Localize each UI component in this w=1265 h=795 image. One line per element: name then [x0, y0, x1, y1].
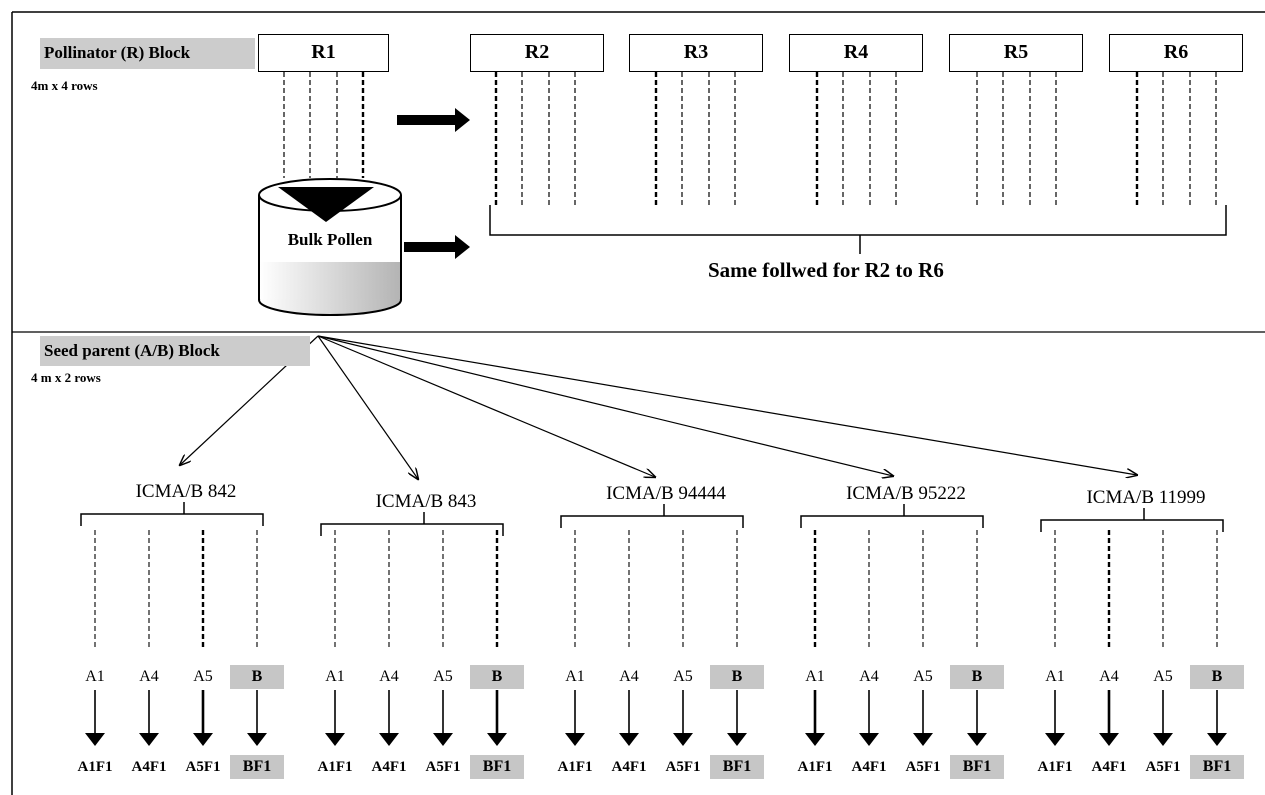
a-output-label: A5F1 [905, 759, 941, 775]
output-arrow-head-icon [1207, 733, 1227, 746]
a-output-label: A1F1 [557, 759, 593, 775]
bulk-pollen-label: Bulk Pollen [287, 230, 373, 249]
r-box-r5: R5 [949, 34, 1083, 72]
a-line-label: A4 [379, 668, 399, 685]
block-arrows [397, 108, 470, 259]
seed-block-label: Seed parent (A/B) Block [40, 336, 310, 366]
output-arrow-head-icon [1153, 733, 1173, 746]
r-box-r6: R6 [1109, 34, 1243, 72]
a-output-label: A5F1 [1145, 759, 1181, 775]
a-line-label: A5 [433, 668, 453, 685]
funnel-icon [278, 187, 374, 222]
r4-rows [815, 72, 897, 208]
a-line-label: A1 [1045, 668, 1065, 685]
r2-rows [494, 72, 576, 208]
a-line-label: A4 [139, 668, 159, 685]
bf1-output-label: BF1 [1190, 755, 1244, 779]
a-line-label: A1 [85, 668, 105, 685]
output-arrow-head-icon [193, 733, 213, 746]
output-arrow-head-icon [325, 733, 345, 746]
a-line-label: A1 [805, 668, 825, 685]
bf1-output-label: BF1 [470, 755, 524, 779]
cross-bracket [800, 504, 984, 528]
a-output-label: A1F1 [317, 759, 353, 775]
a-output-label: A4F1 [131, 759, 167, 775]
output-arrow-head-icon [619, 733, 639, 746]
r6-rows [1135, 72, 1217, 208]
a-line-label: A1 [565, 668, 585, 685]
a-output-label: A5F1 [665, 759, 701, 775]
cross-name: ICMA/B 94444 [606, 483, 726, 504]
r5-rows [976, 72, 1057, 208]
a-line-label: A5 [193, 668, 213, 685]
pollinator-block-label: Pollinator (R) Block [40, 38, 255, 69]
output-arrow-head-icon [967, 733, 987, 746]
a-line-label: A5 [673, 668, 693, 685]
a-output-label: A5F1 [185, 759, 221, 775]
a-line-label: A4 [1099, 668, 1119, 685]
output-arrow-head-icon [859, 733, 879, 746]
output-arrow-head-icon [379, 733, 399, 746]
bf1-output-label: BF1 [710, 755, 764, 779]
pollinator-block-size: 4m x 4 rows [31, 78, 98, 93]
r-box-r3: R3 [629, 34, 763, 72]
a-line-label: A1 [325, 668, 345, 685]
a-output-label: A5F1 [425, 759, 461, 775]
r3-rows [654, 72, 736, 208]
bulk-pollen-cylinder [258, 178, 402, 316]
b-line-label: B [470, 665, 524, 689]
output-arrow-head-icon [487, 733, 507, 746]
b-line-label: B [1190, 665, 1244, 689]
fan-arrows [180, 335, 1137, 479]
a-output-label: A4F1 [611, 759, 647, 775]
cross-bracket [320, 512, 504, 536]
a-line-label: A4 [859, 668, 879, 685]
output-arrow-head-icon [673, 733, 693, 746]
a-line-label: A5 [913, 668, 933, 685]
arrow-from-bulk-icon [404, 235, 470, 259]
output-arrow-head-icon [139, 733, 159, 746]
b-line-label: B [230, 665, 284, 689]
output-arrow-head-icon [805, 733, 825, 746]
r1-rows [283, 72, 365, 178]
a-line-label: A5 [1153, 668, 1173, 685]
cross-bracket [1040, 508, 1224, 532]
cross-name: ICMA/B 95222 [846, 483, 966, 504]
arrow-to-r2-icon [397, 108, 470, 132]
a-output-label: A4F1 [1091, 759, 1127, 775]
output-arrow-head-icon [727, 733, 747, 746]
cross-bracket [80, 502, 264, 526]
output-arrow-head-icon [433, 733, 453, 746]
output-arrow-head-icon [913, 733, 933, 746]
r-box-r2: R2 [470, 34, 604, 72]
r-box-r1: R1 [258, 34, 389, 72]
bf1-output-label: BF1 [230, 755, 284, 779]
seed-block-size: 4 m x 2 rows [31, 370, 101, 385]
cross-bracket [560, 504, 744, 528]
cross-name: ICMA/B 11999 [1086, 487, 1206, 508]
output-arrow-head-icon [565, 733, 585, 746]
a-output-label: A4F1 [851, 759, 887, 775]
output-arrow-head-icon [85, 733, 105, 746]
r2-r6-bracket [489, 205, 1227, 254]
cross-groups [80, 502, 1227, 746]
output-arrow-head-icon [247, 733, 267, 746]
a-line-label: A4 [619, 668, 639, 685]
a-output-label: A1F1 [1037, 759, 1073, 775]
b-line-label: B [950, 665, 1004, 689]
a-output-label: A1F1 [77, 759, 113, 775]
cross-name: ICMA/B 843 [375, 491, 477, 512]
a-output-label: A4F1 [371, 759, 407, 775]
b-line-label: B [710, 665, 764, 689]
r-box-r4: R4 [789, 34, 923, 72]
a-output-label: A1F1 [797, 759, 833, 775]
output-arrow-head-icon [1099, 733, 1119, 746]
output-arrow-head-icon [1045, 733, 1065, 746]
same-followed-label: Same follwed for R2 to R6 [708, 258, 944, 282]
cross-name: ICMA/B 842 [135, 481, 237, 502]
bf1-output-label: BF1 [950, 755, 1004, 779]
